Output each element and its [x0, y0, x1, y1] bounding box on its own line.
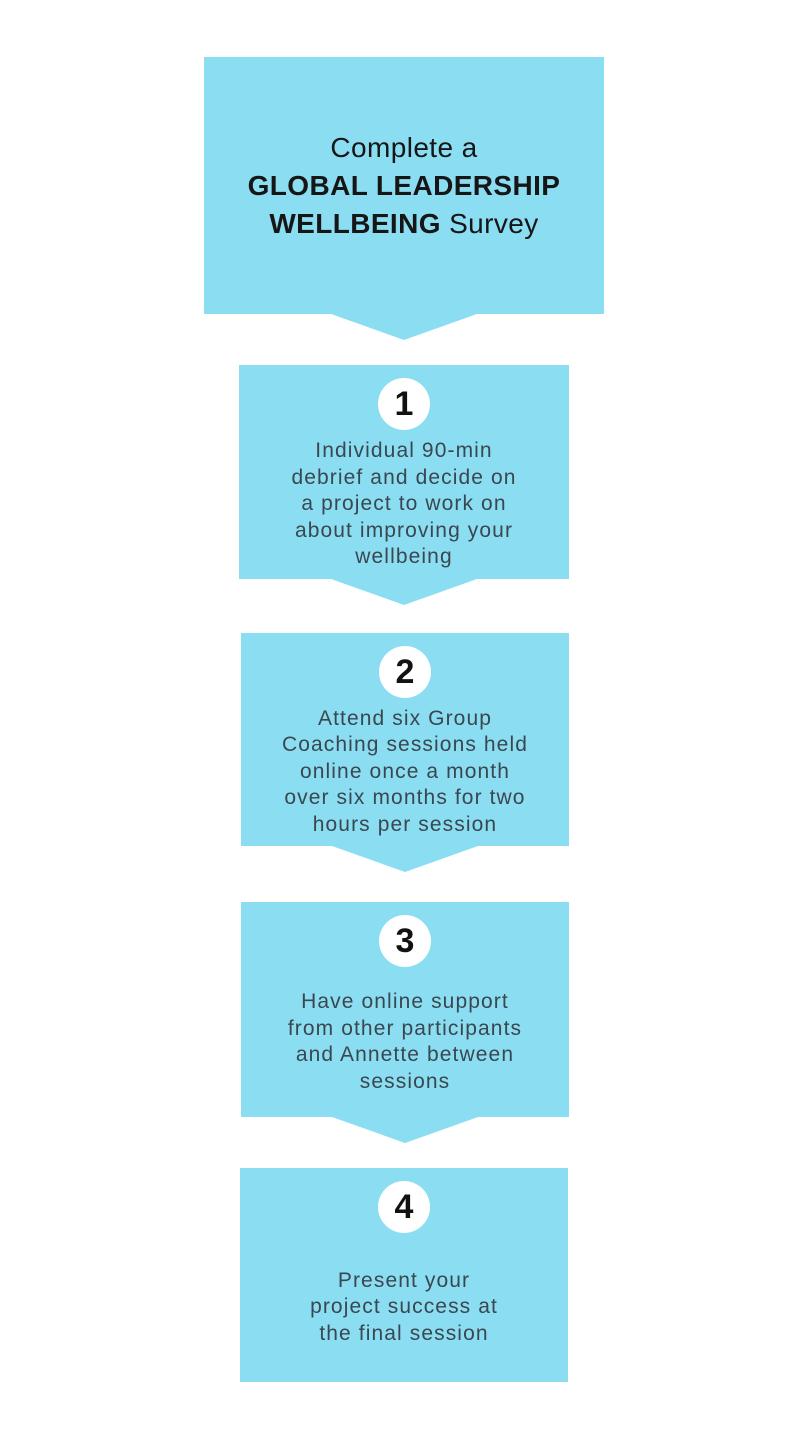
step-box-1: 1 Individual 90-min debrief and decide o…	[239, 365, 569, 605]
header-title-bold-line: GLOBAL LEADERSHIP	[247, 169, 561, 201]
arrow-down-icon	[331, 579, 477, 605]
step-box-4: 4 Present your project success at the fi…	[240, 1168, 568, 1382]
header-title-bold-word: WELLBEING	[269, 207, 441, 239]
step-number: 4	[394, 1188, 414, 1226]
step-number-circle: 3	[379, 915, 431, 967]
step-description: Present your project success at the fina…	[310, 1268, 498, 1345]
page-title: Complete a GLOBAL LEADERSHIP WELLBEING S…	[248, 129, 561, 243]
step-number: 3	[395, 922, 415, 960]
arrow-down-icon	[332, 846, 478, 872]
step-number: 1	[394, 385, 414, 423]
header-title-suffix: Survey	[440, 207, 539, 239]
step-number-circle: 2	[379, 646, 431, 698]
step-box-2: 2 Attend six Group Coaching sessions hel…	[241, 633, 569, 872]
step-description: Individual 90-min debrief and decide on …	[291, 439, 517, 569]
header-box: Complete a GLOBAL LEADERSHIP WELLBEING S…	[204, 57, 604, 340]
step-box-3: 3 Have online support from other partici…	[241, 902, 569, 1143]
arrow-down-icon	[331, 314, 477, 340]
step-number: 2	[395, 653, 415, 691]
header-intro: Complete a	[330, 131, 478, 163]
step-number-circle: 4	[378, 1181, 430, 1233]
step-description: Attend six Group Coaching sessions held …	[281, 706, 528, 836]
step-number-circle: 1	[378, 378, 430, 430]
step-description: Have online support from other participa…	[287, 990, 523, 1093]
arrow-down-icon	[332, 1117, 478, 1143]
